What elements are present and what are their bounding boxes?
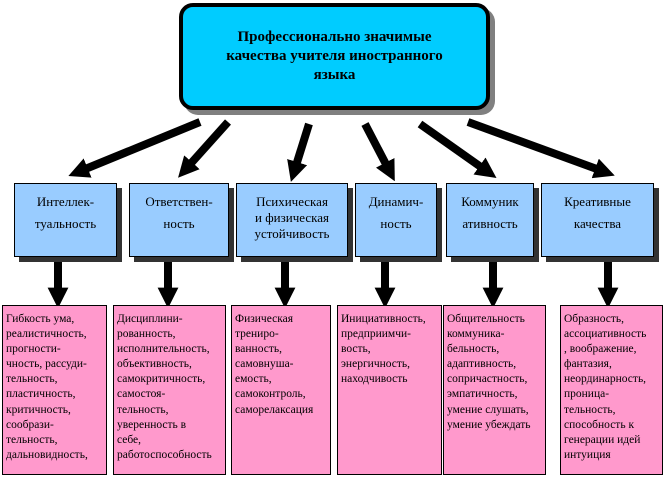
- category-label-line: Коммуник: [461, 194, 519, 209]
- detail-line: критичность,: [6, 403, 71, 416]
- detail-line: саморелаксация: [235, 403, 314, 416]
- detail-line: трениро-: [235, 328, 279, 341]
- detail-line: самовнуша-: [235, 358, 294, 371]
- category-label-line: Ответствен-: [145, 194, 213, 209]
- details-box-dynamism: Инициативность, предприимчи- вость, энер…: [337, 305, 442, 475]
- detail-line: , воображение,: [564, 343, 637, 356]
- connector-arrows: [47, 118, 619, 309]
- detail-line: тельность,: [564, 403, 616, 416]
- detail-line: пластичность,: [6, 388, 76, 401]
- category-label-line: Динамич-: [368, 194, 424, 209]
- category-label-line: Психическая: [256, 194, 328, 209]
- category-label-line: качества: [573, 216, 622, 231]
- root-to-category-arrow: [287, 122, 313, 182]
- category-box-dynamism: Динамич- ность: [355, 183, 437, 257]
- detail-line: самостоя-: [117, 388, 166, 401]
- category-label-line: устойчивость: [254, 226, 330, 241]
- detail-line: себе,: [117, 433, 142, 446]
- detail-line: неординарность,: [564, 373, 647, 386]
- detail-line: адаптивность,: [447, 358, 517, 371]
- detail-line: интуиция: [564, 448, 611, 461]
- detail-line: тельность,: [6, 373, 58, 386]
- details-box-communicativeness: Общительность коммуника- бельность, адап…: [443, 305, 546, 475]
- detail-line: реалистичность,: [6, 328, 87, 341]
- detail-line: Образность,: [564, 313, 624, 325]
- category-label-line: ность: [380, 216, 412, 231]
- detail-line: предприимчи-: [341, 328, 411, 341]
- detail-line: фантазия,: [564, 358, 612, 371]
- detail-line: умение слушать,: [447, 403, 529, 416]
- detail-line: самокритичность,: [117, 373, 206, 386]
- root-title-line: языка: [313, 67, 356, 83]
- root-to-category-arrow: [417, 120, 497, 178]
- detail-line: коммуника-: [447, 328, 505, 341]
- root-title-line: качества учителя иностранного: [226, 48, 443, 64]
- detail-line: рованность,: [117, 328, 176, 341]
- detail-line: Физическая: [235, 313, 294, 325]
- category-label-line: и физическая: [255, 210, 329, 225]
- category-box-communicativeness: Коммуник ативность: [446, 183, 534, 257]
- detail-line: ванность,: [235, 343, 282, 356]
- detail-line: находчивость: [341, 373, 408, 386]
- detail-line: способность к: [564, 418, 635, 431]
- category-label-line: ативность: [462, 216, 518, 231]
- details-box-creativity: Образность, ассоциативность , воображени…: [560, 305, 663, 475]
- detail-line: прогности-: [6, 343, 61, 356]
- detail-line: сопричастность,: [447, 373, 528, 386]
- detail-line: умение убеждать: [447, 418, 531, 431]
- root-to-category-arrow: [178, 119, 231, 178]
- category-box-creativity: Креативные качества: [541, 183, 654, 257]
- category-box-intellect: Интеллек- туальность: [14, 183, 117, 257]
- detail-line: генерации идей: [564, 433, 641, 446]
- root-to-category-arrow: [361, 122, 395, 182]
- detail-line: сообрази-: [6, 418, 54, 431]
- root-title-line: Профессионально значимые: [237, 29, 432, 45]
- detail-line: объективность,: [117, 358, 192, 371]
- detail-line: самоконтроль,: [235, 388, 306, 401]
- detail-line: бельность,: [447, 343, 500, 356]
- detail-line: исполнительность,: [117, 343, 210, 356]
- root-quality-box: Профессионально значимые качества учител…: [179, 3, 490, 110]
- root-to-category-arrow: [68, 118, 202, 178]
- category-label-line: туальность: [34, 216, 97, 231]
- detail-line: емость,: [235, 373, 272, 386]
- detail-line: уверенность в: [117, 418, 187, 431]
- detail-line: Общительность: [447, 313, 525, 325]
- category-box-responsibility: Ответствен- ность: [129, 183, 229, 257]
- detail-line: чность, рассуди-: [6, 358, 87, 371]
- detail-line: тельность,: [117, 403, 169, 416]
- detail-line: эмпатичность,: [447, 388, 518, 401]
- detail-line: ассоциативность: [564, 328, 647, 341]
- category-label-line: ность: [163, 216, 195, 231]
- detail-line: вость,: [341, 343, 371, 356]
- detail-line: проница-: [564, 388, 610, 401]
- detail-line: энергичность,: [341, 358, 411, 371]
- category-box-stability: Психическая и физическая устойчивость: [236, 183, 348, 257]
- category-label-line: Креативные: [564, 194, 631, 209]
- detail-line: тельность,: [6, 433, 58, 446]
- detail-line: дальновидность,: [6, 448, 88, 461]
- details-box-intellect: Гибкость ума, реалистичность, прогности-…: [2, 305, 107, 475]
- category-label-line: Интеллек-: [36, 194, 95, 209]
- detail-line: Гибкость ума,: [6, 313, 75, 325]
- details-box-responsibility: Дисциплини- рованность, исполнительность…: [113, 305, 226, 475]
- details-box-stability: Физическая трениро- ванность, самовнуша-…: [231, 305, 331, 475]
- detail-line: Инициативность,: [341, 313, 426, 325]
- detail-line: Дисциплини-: [117, 313, 183, 325]
- detail-line: работоспособность: [117, 448, 212, 461]
- root-to-category-arrow: [466, 118, 615, 179]
